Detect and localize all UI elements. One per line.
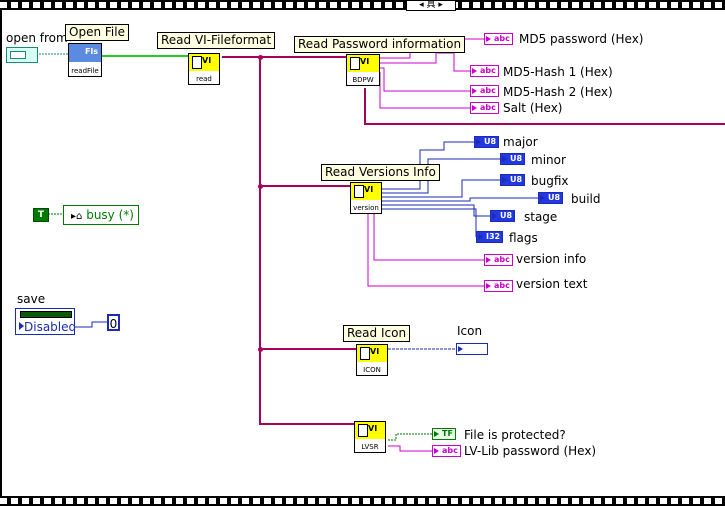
structure-selector[interactable]: ◂ 具 ▸ xyxy=(406,0,456,11)
wire-salt xyxy=(379,72,470,109)
subvi-read-fileformat[interactable]: VI read xyxy=(188,53,220,85)
document-icon xyxy=(358,424,368,437)
home-icon: ▸⌂ xyxy=(71,211,83,222)
path-label: open from xyxy=(6,31,68,45)
subvi-icon-text: VI xyxy=(364,185,374,194)
save-label: save xyxy=(17,292,46,306)
selector-value: 具 xyxy=(426,0,436,10)
indicator-label: Icon xyxy=(457,324,483,338)
indicator-terminal[interactable]: U8 xyxy=(538,192,564,204)
subvi-name: BDPW xyxy=(352,76,374,84)
indicator-label: build xyxy=(571,192,601,206)
subvi-name: LVSR xyxy=(361,443,379,451)
indicator-label: Salt (Hex) xyxy=(503,101,563,115)
wire-junction xyxy=(258,184,263,189)
wire-build xyxy=(382,197,538,202)
subvi-name: read xyxy=(196,75,212,83)
tip-read-fileformat: Read VI-Fileformat xyxy=(157,32,276,49)
save-control[interactable]: Disabled xyxy=(15,308,77,335)
wire-junction xyxy=(258,347,263,352)
busy-label: busy (*) xyxy=(86,208,134,222)
path-control[interactable] xyxy=(6,47,38,63)
subvi-name: version xyxy=(353,204,379,212)
film-strip-bottom xyxy=(0,496,725,506)
indicator-terminal[interactable]: U8 xyxy=(500,174,526,186)
subvi-name: ICON xyxy=(363,366,381,374)
ring-arrow-icon xyxy=(19,322,24,330)
indicator-terminal[interactable]: TF xyxy=(432,428,456,440)
tip-read-versions: Read Versions Info xyxy=(321,164,440,181)
subvi-icon-text: VI xyxy=(370,347,380,356)
film-strip-top xyxy=(0,0,725,10)
tip-read-password: Read Password information xyxy=(294,36,466,53)
subvi-read-password[interactable]: VI BDPW xyxy=(346,54,380,86)
true-constant[interactable]: T xyxy=(33,208,49,222)
indicator-terminal[interactable]: U8 xyxy=(474,136,500,148)
numeric-constant[interactable]: 0 xyxy=(107,314,120,331)
indicator-label: minor xyxy=(531,153,566,167)
indicator-label: major xyxy=(503,135,538,149)
frame-border-left xyxy=(0,10,2,496)
subvi-icon-text: Fls xyxy=(85,47,98,56)
wire-bugfix xyxy=(382,179,500,198)
document-icon xyxy=(354,185,364,198)
indicator-label: LV-Lib password (Hex) xyxy=(464,444,597,458)
wire-save xyxy=(75,321,107,328)
indicator-label: version text xyxy=(516,277,588,291)
subvi-lvsr[interactable]: VI LVSR xyxy=(354,421,386,453)
wire-junction xyxy=(258,55,263,60)
selector-prev-arrow-icon[interactable]: ◂ xyxy=(419,0,424,10)
indicator-terminal[interactable]: abc xyxy=(484,254,513,266)
wire-md5-hash2 xyxy=(380,67,470,92)
wire-version-text xyxy=(367,214,484,287)
busy-property-node[interactable]: ▸⌂ busy (*) xyxy=(63,205,139,225)
document-icon xyxy=(192,56,202,69)
indicator-terminal[interactable]: abc xyxy=(432,445,461,457)
indicator-label: version info xyxy=(516,252,587,266)
indicator-label: MD5 password (Hex) xyxy=(519,32,644,46)
indicator-label: MD5-Hash 2 (Hex) xyxy=(503,85,613,99)
document-icon xyxy=(360,347,370,360)
indicator-label: bugfix xyxy=(531,174,569,188)
wire-stage xyxy=(382,204,490,217)
wire-version-info xyxy=(373,214,484,261)
refnum-wire-trunk xyxy=(259,57,354,425)
wire-lvlib-password xyxy=(388,445,432,452)
indicator-label: stage xyxy=(524,210,558,224)
indicator-terminal[interactable]: U8 xyxy=(490,210,516,222)
subvi-read-versions[interactable]: VI version xyxy=(350,182,382,214)
wire-flags xyxy=(382,208,477,237)
subvi-icon-text: VI xyxy=(202,56,212,65)
indicator-terminal[interactable]: I32 xyxy=(476,231,504,243)
picture-indicator-terminal[interactable] xyxy=(456,343,488,355)
indicator-terminal[interactable]: abc xyxy=(470,85,499,97)
path-icon xyxy=(10,51,26,59)
save-value: Disabled xyxy=(24,320,77,334)
tip-read-icon: Read Icon xyxy=(343,325,411,342)
document-icon xyxy=(350,57,360,70)
indicator-label: MD5-Hash 1 (Hex) xyxy=(503,65,613,79)
wire-major xyxy=(382,141,474,190)
selector-next-arrow-icon[interactable]: ▸ xyxy=(438,0,443,10)
indicator-terminal[interactable]: abc xyxy=(484,33,513,45)
indicator-terminal[interactable]: abc xyxy=(470,102,499,114)
save-button-icon xyxy=(20,311,72,318)
subvi-open-file[interactable]: Fls readFile xyxy=(68,43,102,77)
indicator-terminal[interactable]: abc xyxy=(484,280,513,292)
subvi-icon-text: VI xyxy=(368,424,378,433)
indicator-terminal[interactable]: abc xyxy=(470,65,499,77)
indicator-terminal[interactable]: U8 xyxy=(500,153,526,165)
file-icon xyxy=(69,44,101,62)
subvi-icon-text: VI xyxy=(360,57,370,66)
refnum-wire-out xyxy=(364,88,725,125)
indicator-label: flags xyxy=(509,231,538,245)
indicator-label: File is protected? xyxy=(464,428,566,442)
wire-md5-hash1 xyxy=(380,52,470,72)
wire-protected xyxy=(388,433,432,441)
subvi-name: readFile xyxy=(71,67,99,75)
tip-open-file: Open File xyxy=(65,24,129,41)
subvi-read-icon[interactable]: VI ICON xyxy=(356,344,388,376)
